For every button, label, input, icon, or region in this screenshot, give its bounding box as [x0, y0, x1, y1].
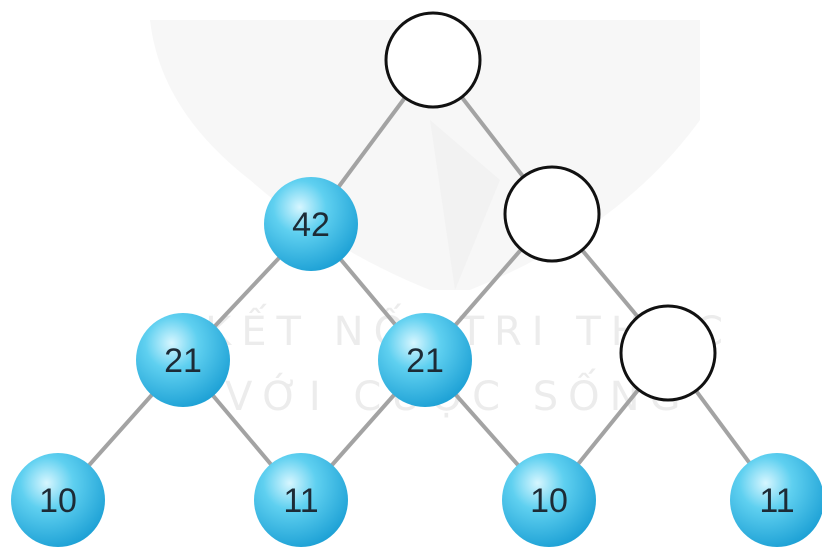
node-l2-b: 21	[378, 313, 472, 407]
node-l3-d: 11	[730, 453, 822, 547]
node-value-label: 21	[406, 342, 444, 380]
filled-node-circle	[254, 453, 348, 547]
node-l3-c: 10	[502, 453, 596, 547]
empty-node-circle	[619, 304, 717, 402]
filled-node-circle	[136, 313, 230, 407]
filled-node-circle	[502, 453, 596, 547]
empty-node-circle	[503, 165, 601, 263]
node-l3-b: 11	[254, 453, 348, 547]
filled-node-circle	[730, 453, 822, 547]
node-value-label: 21	[164, 342, 202, 380]
empty-node-circle	[384, 11, 482, 109]
filled-node-circle	[11, 453, 105, 547]
node-l2-a: 21	[136, 313, 230, 407]
pyramid-nodes: 42 21 21 10 11 10 11	[11, 11, 822, 547]
filled-node-circle	[264, 177, 358, 271]
node-value-label: 10	[530, 482, 568, 520]
node-top	[384, 11, 482, 109]
node-value-label: 10	[39, 482, 77, 520]
node-l2-c	[619, 304, 717, 402]
node-l1-left: 42	[264, 177, 358, 271]
node-l3-a: 10	[11, 453, 105, 547]
node-value-label: 42	[292, 206, 330, 244]
node-l1-right	[503, 165, 601, 263]
node-value-label: 11	[759, 482, 794, 520]
node-value-label: 11	[283, 482, 318, 520]
filled-node-circle	[378, 313, 472, 407]
